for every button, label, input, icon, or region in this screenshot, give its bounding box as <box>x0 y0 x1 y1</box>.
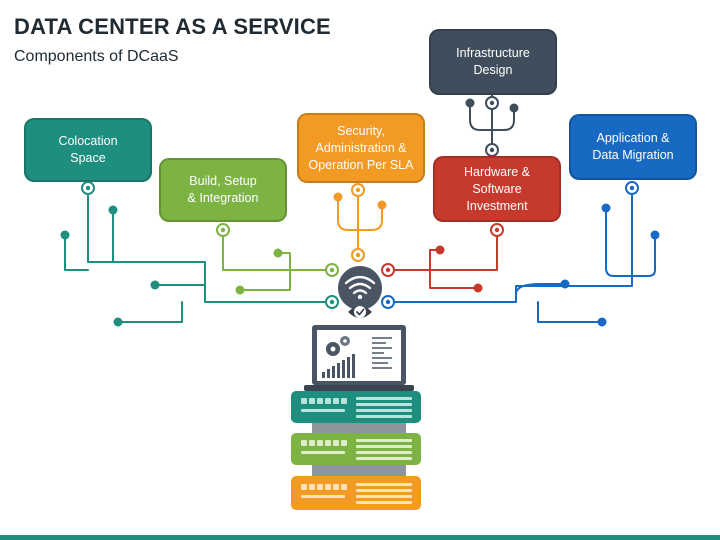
page-title: DATA CENTER AS A SERVICE <box>14 14 331 39</box>
infrastructure-design-label: Infrastructure Design <box>456 46 530 77</box>
build-setup-integration-label: Build, Setup & Integration <box>187 174 259 205</box>
security-administration-box: Security, Administration & Operation Per… <box>297 113 425 183</box>
hardware-software-investment-label: Hardware & Software Investment <box>464 164 530 213</box>
colocation-space-label: Colocation Space <box>58 134 118 165</box>
server-unit-orange <box>291 476 421 510</box>
footer-accent-bar <box>0 535 720 540</box>
application-data-migration-box: Application & Data Migration <box>569 114 697 180</box>
application-connector-lines <box>387 187 656 323</box>
build-setup-integration-box: Build, Setup & Integration <box>159 158 287 222</box>
security-connector-lines <box>337 189 383 256</box>
hardware-connector-lines <box>387 229 498 289</box>
server-unit-teal <box>291 391 421 423</box>
application-data-migration-label: Application & Data Migration <box>592 131 674 162</box>
build-connector-lines <box>222 229 333 291</box>
server-rack-icon <box>291 391 421 510</box>
hardware-software-investment-box: Hardware & Software Investment <box>433 156 561 222</box>
colocation-connector-lines <box>64 187 333 323</box>
ring-nodes <box>81 96 639 309</box>
laptop-dashboard-icon <box>304 325 414 391</box>
colocation-space-box: Colocation Space <box>24 118 152 182</box>
security-administration-label: Security, Administration & Operation Per… <box>308 123 414 172</box>
server-unit-green <box>291 433 421 465</box>
page-subtitle: Components of DCaaS <box>14 48 179 65</box>
end-dots <box>60 98 660 327</box>
infrastructure-design-box: Infrastructure Design <box>429 29 557 95</box>
check-badge-icon <box>348 306 372 318</box>
wifi-signal-icon <box>338 266 382 310</box>
